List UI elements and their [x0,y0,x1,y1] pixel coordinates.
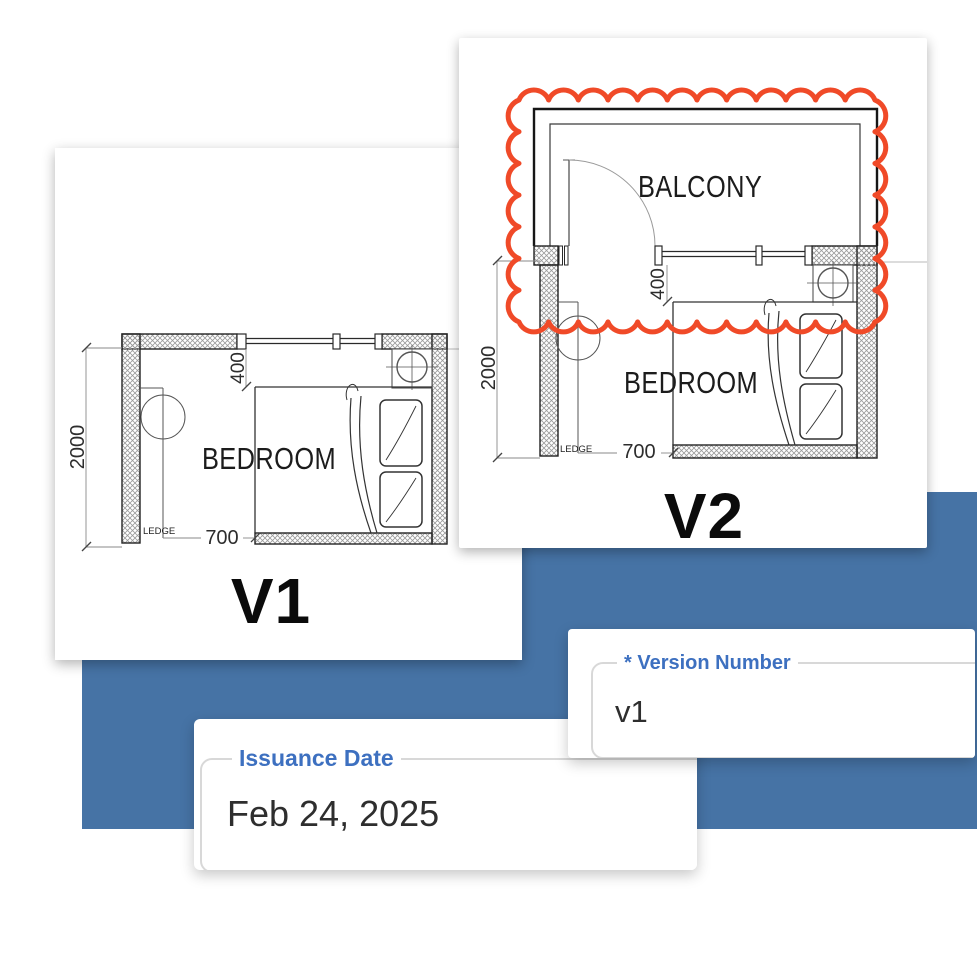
bed [254,383,432,534]
ledge [140,387,164,538]
version-number-value[interactable]: v1 [615,694,648,729]
dim-top-label: 400 [648,268,669,300]
version-number-card: * Version Number v1 [568,629,975,758]
table-circle [140,394,186,440]
plan-card-v2: 400 2000 700 LEDGE BEDROOM BALCONY V2 [459,38,927,548]
version-number-field[interactable]: * Version Number v1 [591,653,975,758]
ledge-label: LEDGE [143,526,175,537]
issuance-date-label: Issuance Date [239,745,394,771]
walls [533,245,878,459]
ledge-label: LEDGE [560,444,592,455]
dim-bottom-label: 700 [205,527,238,549]
version-label-v1: V1 [231,565,311,637]
floor-plan-v2: 400 2000 700 LEDGE BEDROOM BALCONY V2 [478,87,927,548]
room-label: BEDROOM [624,366,758,401]
window [558,245,813,266]
issuance-date-card: Issuance Date Feb 24, 2025 [194,719,697,870]
version-number-label: * Version Number [624,652,791,674]
table-circle [555,315,601,361]
dim-bottom-label: 700 [622,441,655,463]
dim-top-label: 400 [228,352,249,384]
walls [121,333,448,545]
version-label-v2: V2 [664,480,744,548]
dim-left-label: 2000 [478,346,500,391]
room-label: BEDROOM [202,442,336,477]
dim-left-label: 2000 [67,425,89,470]
balcony [532,107,879,247]
floor-plan-v1: 400 2000 700 LEDGE BEDROOM V1 [67,333,522,637]
plan-card-v1: 400 2000 700 LEDGE BEDROOM V1 [55,148,522,660]
balcony-label: BALCONY [638,170,762,205]
fixture [807,261,859,306]
fixture [386,345,438,390]
issuance-date-field[interactable]: Issuance Date Feb 24, 2025 [200,747,697,870]
issuance-date-value[interactable]: Feb 24, 2025 [227,793,440,834]
window [236,333,383,350]
dimension-lines [81,342,261,552]
balcony-highlight-cloud [505,87,889,335]
